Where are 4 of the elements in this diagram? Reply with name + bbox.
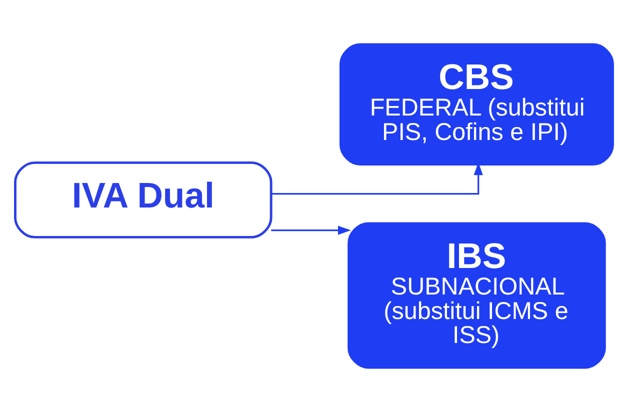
node-box: IVA Dual — [14, 161, 272, 238]
node-box: IBS SUBNACIONAL (substitui ICMS e ISS) — [348, 222, 606, 369]
node-box: CBS FEDERAL (substitui PIS, Cofins e IPI) — [340, 43, 614, 166]
arrow — [271, 226, 351, 235]
